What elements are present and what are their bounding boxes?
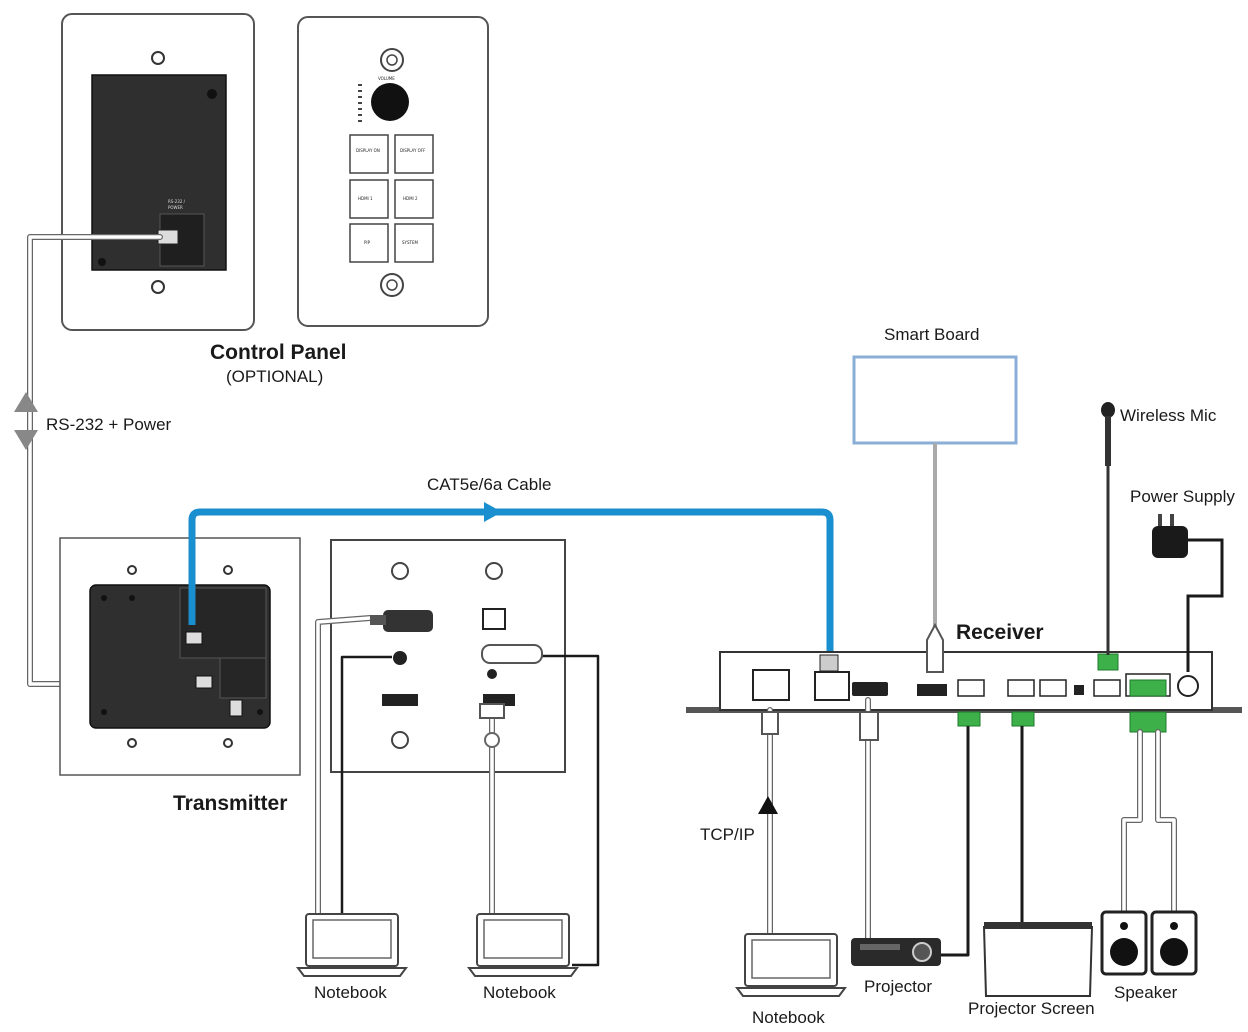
arrow-down-icon (14, 430, 38, 450)
panel-button-display-on (349, 134, 389, 174)
hdmi-out-port (852, 682, 888, 696)
smart-board (852, 355, 1018, 673)
projector (851, 938, 941, 966)
svg-text:POWER: POWER (168, 205, 183, 210)
hdmi-port-1 (382, 694, 418, 706)
cat-cable (188, 502, 834, 660)
arrow-right-icon (484, 502, 502, 522)
speaker-label: Speaker (1114, 983, 1178, 1002)
projector-screen (982, 922, 1094, 997)
speaker-cables (1121, 729, 1177, 918)
microphone-icon (1101, 402, 1115, 418)
control-panel-back: RS-232 / POWER (61, 13, 255, 331)
smart-board-label: Smart Board (884, 325, 979, 344)
cat-cable-label: CAT5e/6a Cable (427, 475, 551, 494)
usb-b-port (482, 608, 506, 630)
power-adapter-icon (1152, 526, 1188, 558)
power-supply (1152, 514, 1224, 672)
tcpip-label: TCP/IP (700, 825, 755, 844)
tcpip-cable (758, 707, 779, 938)
projector-label: Projector (864, 977, 932, 996)
dc-power-port (1177, 675, 1199, 697)
transmitter-back (59, 537, 301, 776)
wireless-mic-label: Wireless Mic (1120, 406, 1217, 425)
svg-text:DISPLAY ON: DISPLAY ON (356, 148, 380, 153)
panel-button-system (394, 223, 434, 263)
speakers (1100, 910, 1198, 976)
panel-button-grid: DISPLAY ON DISPLAY OFF HDMI 1 HDMI 2 PIP… (349, 134, 434, 263)
projector-cables (859, 697, 1024, 957)
control-panel-title: Control Panel (210, 341, 347, 364)
notebook-1 (296, 913, 408, 977)
receiver-title: Receiver (956, 621, 1044, 644)
vga-port (383, 610, 433, 632)
rs232-label: RS-232 + Power (46, 415, 172, 434)
arrow-up-icon (758, 796, 778, 814)
notebook-3-label: Notebook (752, 1008, 825, 1027)
notebook-2-label: Notebook (483, 983, 556, 1002)
arrow-up-icon (14, 392, 38, 412)
panel-button-display-off (394, 134, 434, 174)
volume-led-column (358, 84, 362, 122)
power-supply-label: Power Supply (1130, 487, 1235, 506)
source-cables (315, 615, 600, 967)
rj45-port-control (752, 669, 790, 701)
notebook-2 (467, 913, 579, 977)
transmitter-title: Transmitter (173, 792, 287, 815)
svg-text:HDMI 1: HDMI 1 (358, 196, 373, 201)
svg-text:SYSTEM: SYSTEM (402, 240, 418, 245)
svg-text:RS-232 /: RS-232 / (168, 199, 186, 204)
rj45-port-hdbaset (814, 671, 850, 701)
usb-port (917, 684, 947, 696)
wireless-mic (1101, 402, 1115, 655)
panel-button-hdmi2 (394, 179, 434, 219)
svg-text:PIP: PIP (364, 240, 371, 245)
notebook-3 (735, 933, 847, 997)
svg-text:DISPLAY OFF: DISPLAY OFF (400, 148, 426, 153)
volume-knob (371, 83, 409, 121)
control-panel-front: VOLUME DISPLAY ON DISPLAY OFF HDMI 1 HDM… (297, 16, 489, 327)
svg-text:HDMI 2: HDMI 2 (403, 196, 418, 201)
receiver-unit (686, 651, 1242, 733)
panel-button-hdmi1 (349, 179, 389, 219)
audio-port (393, 651, 407, 665)
volume-label: VOLUME (378, 76, 395, 81)
panel-button-pip (349, 223, 389, 263)
mic-terminal (1097, 653, 1119, 671)
notebook-1-label: Notebook (314, 983, 387, 1002)
projector-screen-label: Projector Screen (968, 999, 1095, 1018)
control-panel-optional: (OPTIONAL) (226, 367, 323, 386)
